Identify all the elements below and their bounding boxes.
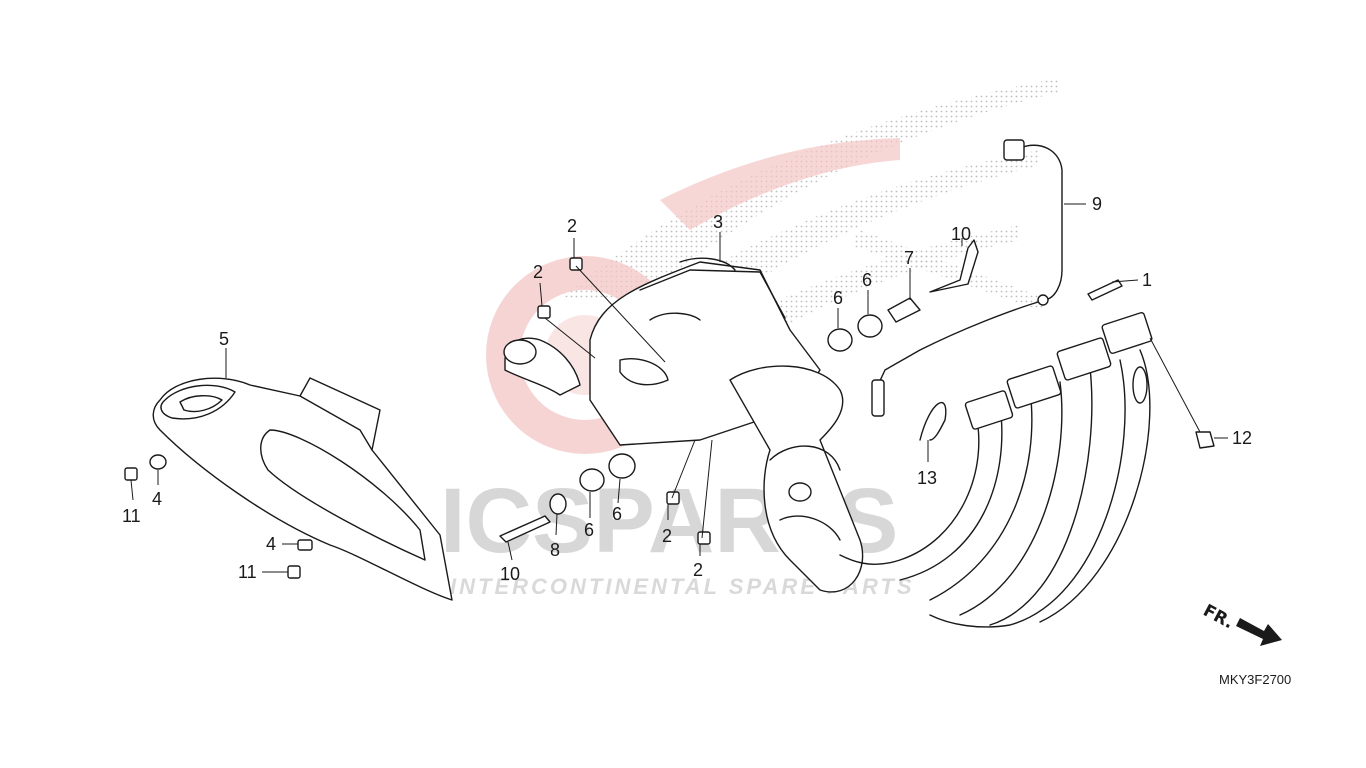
callout-2b: 2 [533, 262, 543, 282]
callout-11a: 11 [122, 506, 141, 526]
leader-lines [130, 203, 1228, 573]
callouts: 1 2 2 2 2 3 4 4 5 6 6 6 6 7 8 9 10 10 11… [122, 194, 1252, 584]
callout-4b: 4 [266, 534, 276, 554]
gasket-1 [1087, 279, 1123, 301]
grommet-6a [827, 328, 853, 352]
sensor-wire-part-9 [871, 139, 1063, 417]
grommet-6b [857, 314, 883, 338]
callout-2a: 2 [567, 216, 577, 236]
collar-8 [549, 493, 567, 515]
callout-8: 8 [550, 540, 560, 560]
front-arrow-icon [1236, 618, 1282, 646]
grommet-6d [608, 453, 636, 479]
callout-4a: 4 [152, 489, 162, 509]
callout-6a: 6 [833, 288, 843, 308]
washer-4a [149, 454, 167, 470]
callout-6d: 6 [612, 504, 622, 524]
bolt-10b [499, 515, 551, 543]
nut-2c [666, 491, 680, 505]
callout-6b: 6 [862, 270, 872, 290]
bolt-11b [287, 565, 301, 579]
callout-3: 3 [713, 212, 723, 232]
callout-12: 12 [1232, 428, 1252, 448]
bolt-10a [929, 239, 979, 293]
callout-10b: 10 [500, 564, 520, 584]
washer-4b [297, 539, 313, 551]
exhaust-headers [839, 312, 1153, 628]
grommet-6c [579, 468, 605, 492]
callout-1: 1 [1142, 270, 1152, 290]
nut-2a [569, 257, 583, 271]
muffler-part-5 [152, 377, 453, 601]
bolt-11a [124, 467, 138, 481]
callout-10a: 10 [951, 224, 971, 244]
callout-6c: 6 [584, 520, 594, 540]
callout-11b: 11 [238, 562, 257, 582]
fasteners [124, 239, 1215, 579]
callout-7: 7 [904, 248, 914, 268]
callout-5: 5 [219, 329, 229, 349]
band-13 [919, 401, 947, 441]
callout-9: 9 [1092, 194, 1102, 214]
callout-2c: 2 [662, 526, 672, 546]
front-direction-indicator: FR. [1200, 601, 1282, 646]
collar-7 [887, 297, 921, 323]
callout-2d: 2 [693, 560, 703, 580]
nut-2b [537, 305, 551, 319]
nut-2d [697, 531, 711, 545]
front-label: FR. [1200, 601, 1237, 633]
diagram-code: MKY3F2700 [1219, 672, 1291, 687]
callout-13: 13 [917, 468, 937, 488]
clip-12 [1195, 431, 1215, 449]
exhaust-collector [729, 365, 864, 593]
pipe-inlet [503, 337, 581, 396]
